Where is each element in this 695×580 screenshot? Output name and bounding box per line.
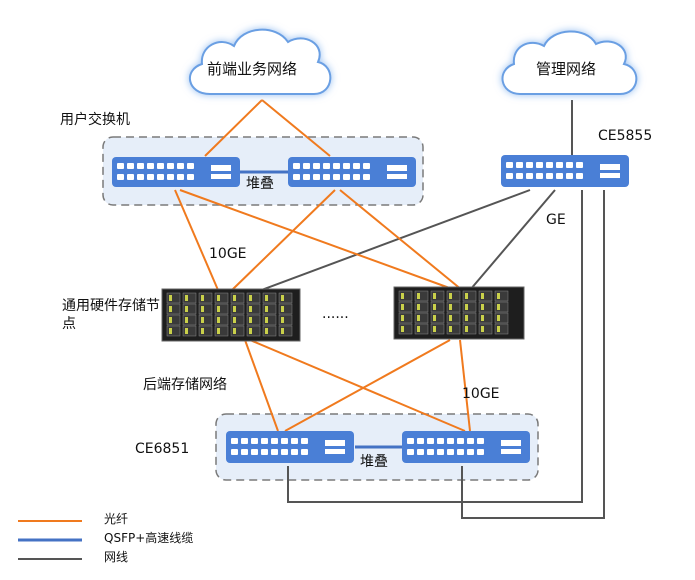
legend-cable-label: 网线	[104, 550, 129, 564]
backend-switch-label: CE6851	[135, 441, 190, 457]
fiber-links	[174, 99, 471, 432]
mgmt-switch	[501, 155, 629, 187]
ten-ge-label-bottom: 10GE	[462, 386, 500, 402]
stack-label-bottom: 堆叠	[360, 454, 388, 470]
backend-network-label: 后端存储网络	[143, 377, 227, 393]
fiber-cloud-to-switch2	[261, 99, 331, 157]
fiber-node1-to-bswitch1	[244, 339, 279, 432]
storage-node-2	[393, 286, 525, 340]
ten-ge-label-top: 10GE	[209, 246, 247, 262]
backend-switch-1-body	[226, 431, 354, 463]
management-cloud-label: 管理网络	[536, 60, 597, 78]
user-switch-1	[112, 157, 240, 187]
qsfp-links	[240, 170, 402, 449]
frontend-cloud	[188, 28, 332, 95]
management-cloud-shape	[501, 30, 638, 95]
ellipsis-label: ......	[322, 306, 349, 322]
cable-mgmt-to-backend-left	[287, 190, 583, 503]
cable-mgmt-to-node1	[239, 189, 531, 299]
user-switch-1-module-2	[211, 174, 231, 179]
backend-switch-1	[226, 431, 354, 463]
user-switch-2-body	[288, 157, 416, 187]
backend-switch-2-module-2	[501, 449, 521, 454]
fiber-node2-to-bswitch2	[459, 339, 471, 432]
backend-switch-1-module-2	[325, 449, 345, 454]
fiber-uswitch1-to-node2	[179, 189, 456, 291]
backend-switch-2-module	[501, 440, 521, 446]
mgmt-switch-body	[501, 155, 629, 187]
management-cloud	[501, 30, 638, 95]
mgmt-switch-module	[600, 164, 620, 170]
legend-fiber-label: 光纤	[104, 512, 129, 526]
mgmt-switch-module-2	[600, 173, 620, 178]
storage-node-label: 通用硬件存储节点	[62, 298, 160, 332]
stack-label-top: 堆叠	[246, 176, 274, 192]
user-switch-2-module-2	[387, 174, 407, 179]
fiber-cloud-to-switch1	[204, 99, 263, 157]
cable-mgmt-to-backend-right	[461, 190, 605, 519]
cable-mgmt-to-node2	[469, 189, 556, 291]
user-switch-2-module	[387, 165, 407, 171]
fiber-node2-to-bswitch1	[284, 339, 451, 432]
backend-switch-2-body	[402, 431, 530, 463]
legend-qsfp-label: QSFP+高速线缆	[104, 531, 194, 545]
fiber-node1-to-bswitch2	[249, 339, 466, 432]
user-switch-1-module	[211, 165, 231, 171]
mgmt-switch-label: CE5855	[598, 128, 653, 144]
user-switch-1-body	[112, 157, 240, 187]
fiber-uswitch1-to-node1	[174, 189, 219, 291]
storage-node-1	[161, 288, 301, 342]
user-switch-label: 用户交换机	[60, 112, 130, 128]
backend-switch-1-module	[325, 440, 345, 446]
fiber-uswitch2-to-node1	[231, 189, 336, 291]
user-switch-2	[288, 157, 416, 187]
frontend-cloud-shape	[188, 28, 332, 95]
ge-label: GE	[546, 212, 566, 228]
network-cables	[239, 100, 605, 519]
frontend-cloud-label: 前端业务网络	[207, 60, 298, 78]
backend-switch-2	[402, 431, 530, 463]
fiber-uswitch2-to-node2	[339, 189, 463, 291]
